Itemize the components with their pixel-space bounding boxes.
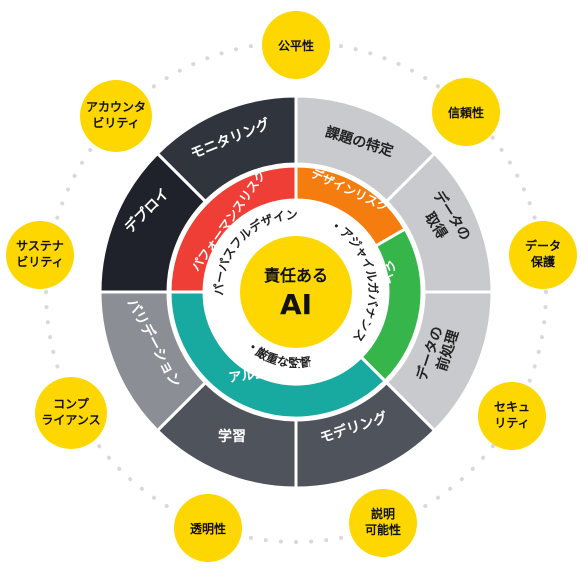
value-label: 透明性 xyxy=(190,521,226,536)
value-label-2: ビリティ xyxy=(16,254,63,269)
segment-monitoring xyxy=(155,94,298,204)
value-label-1: アカウンタ xyxy=(86,100,146,114)
value-label-2: 可能性 xyxy=(365,522,401,537)
value-circle xyxy=(174,494,242,562)
center-circle xyxy=(240,236,352,348)
value-label-1: データ xyxy=(525,238,561,253)
value-explainability: 説明 可能性 xyxy=(349,489,417,557)
risk-algorithm-segment xyxy=(168,290,388,420)
lifecycle-label-learning: 学習 xyxy=(218,428,246,445)
value-reliability: 信頼性 xyxy=(432,78,500,146)
value-fairness: 公平性 xyxy=(262,11,330,79)
value-circle xyxy=(478,382,546,450)
value-transparency: 透明性 xyxy=(174,494,242,562)
value-label-1: コンプ xyxy=(53,396,90,411)
value-circle xyxy=(80,80,152,152)
center-title: 責任ある xyxy=(264,266,328,285)
value-circle xyxy=(432,78,500,146)
lifecycle-ring xyxy=(98,94,494,490)
value-label-2: リティ xyxy=(494,416,529,430)
value-circle xyxy=(509,221,577,289)
value-circle xyxy=(6,221,74,289)
value-label-2: ビリティ xyxy=(92,115,139,130)
value-security: セキュ リティ xyxy=(478,382,546,450)
risk-ring xyxy=(168,164,424,420)
center-ai: AI xyxy=(280,288,312,321)
value-circle xyxy=(262,11,330,79)
value-label-1: サステナ xyxy=(16,239,64,253)
value-label: 信頼性 xyxy=(448,105,484,120)
value-circle xyxy=(35,377,107,449)
value-label-1: 説明 xyxy=(371,506,395,521)
value-label-1: セキュ xyxy=(494,400,530,414)
value-label: 公平性 xyxy=(278,38,314,53)
value-label-2: ライアンス xyxy=(41,413,100,427)
value-circle xyxy=(349,489,417,557)
value-compliance: コンプ ライアンス xyxy=(35,377,107,449)
value-label-2: 保護 xyxy=(530,254,556,269)
value-data-protection: データ 保護 xyxy=(509,221,577,289)
value-sustainability: サステナ ビリティ xyxy=(6,221,74,289)
value-accountability: アカウンタ ビリティ xyxy=(80,80,152,152)
